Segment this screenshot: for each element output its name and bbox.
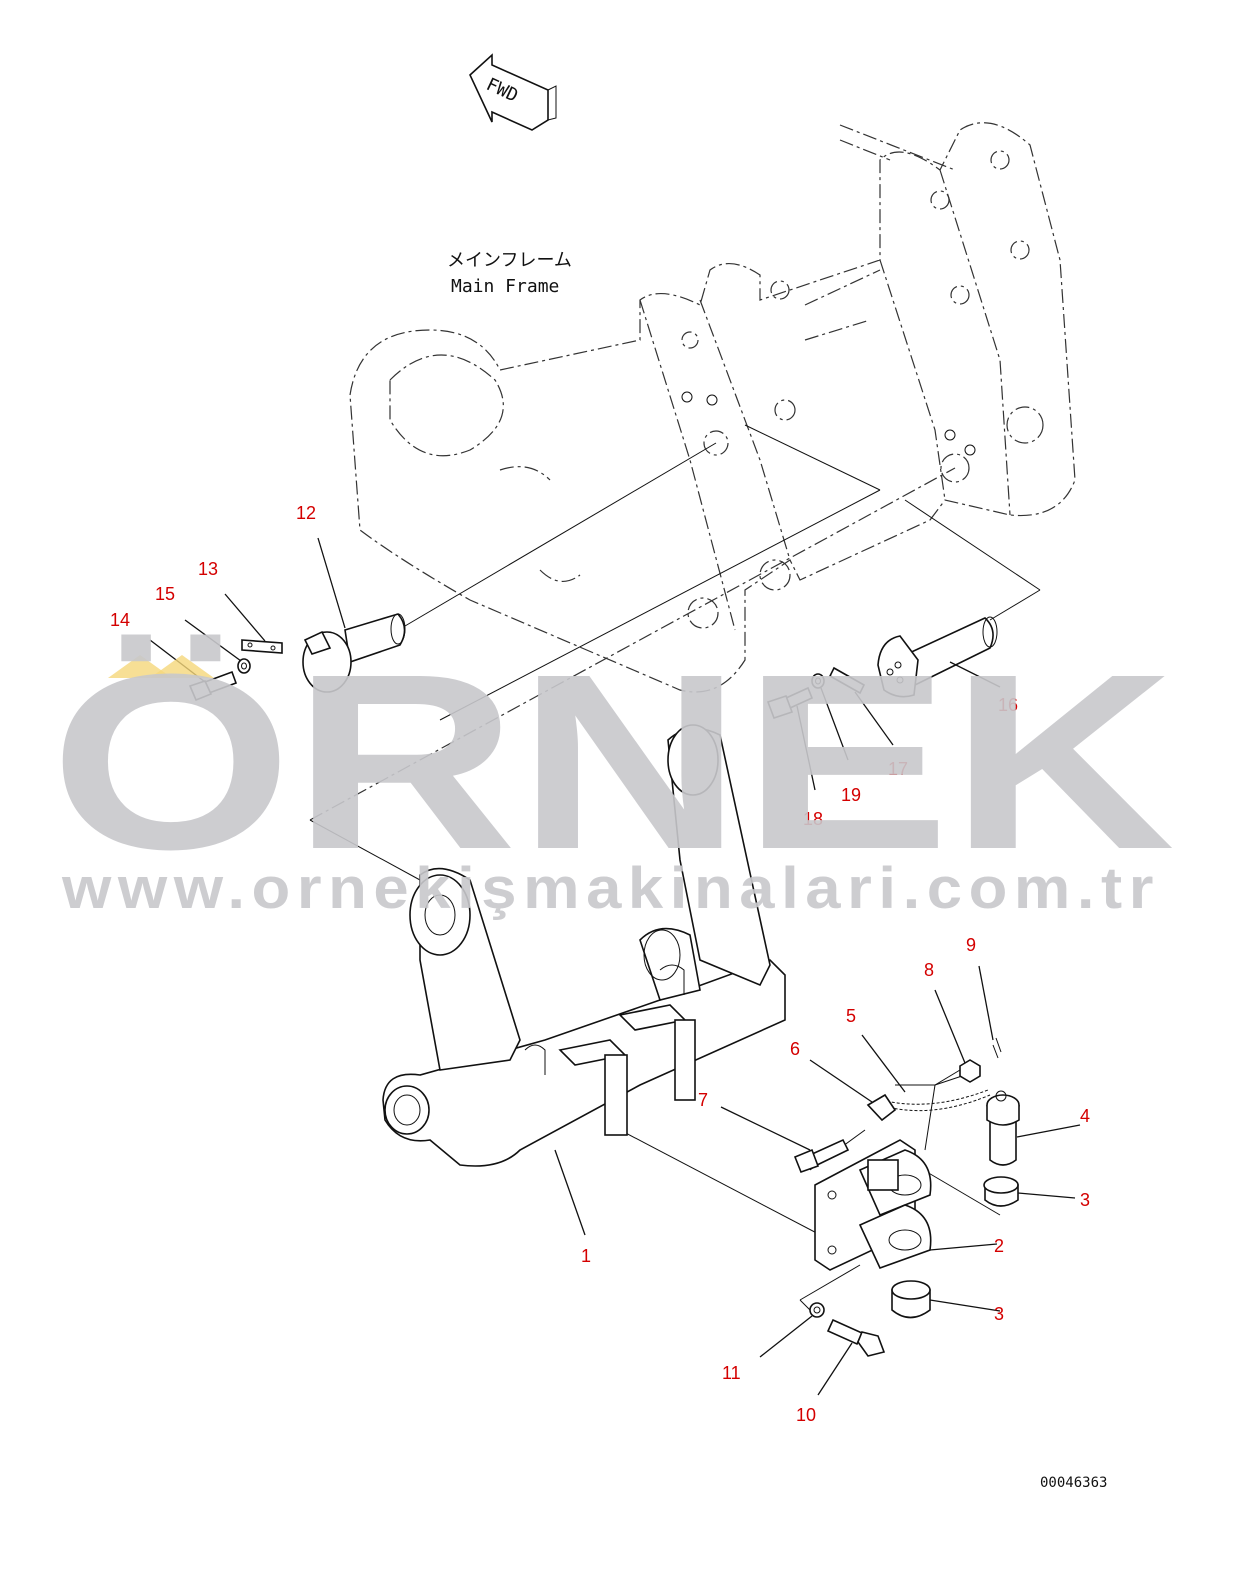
callout-11: 11 — [722, 1363, 741, 1383]
callout-7: 7 — [698, 1090, 708, 1110]
callout-numbers: 1 2 3 3 4 5 6 7 8 9 10 11 12 13 15 14 16… — [110, 503, 1090, 1425]
washer-11 — [809, 1302, 825, 1318]
callout-16: 16 — [998, 695, 1018, 715]
umlaut-accent-right — [150, 655, 214, 678]
watermark-url: www.ornekişmakinalari.com.tr — [61, 856, 1160, 921]
callout-13: 13 — [198, 559, 218, 579]
drawing-code: 00046363 — [1040, 1475, 1107, 1491]
leader-lines — [149, 537, 1081, 1396]
callout-6: 6 — [790, 1039, 800, 1059]
lock-plate-17 — [828, 666, 866, 695]
towing-frame-1 — [382, 724, 786, 1167]
callout-5: 5 — [846, 1006, 856, 1026]
callout-18: 18 — [803, 809, 823, 829]
washer-19 — [811, 673, 825, 689]
callout-4: 4 — [1080, 1106, 1090, 1126]
callout-15: 15 — [155, 584, 175, 604]
callout-14: 14 — [110, 610, 130, 630]
callout-17: 17 — [888, 759, 908, 779]
hitch-bracket-2 — [814, 1139, 932, 1271]
main-frame-label-jp: メインフレーム — [447, 250, 572, 271]
fwd-arrow-icon: FWD — [469, 53, 557, 131]
callout-12: 12 — [296, 503, 316, 523]
umlaut-accent-left — [108, 655, 172, 678]
assembly-guide-lines — [309, 424, 1041, 1311]
pin-12 — [302, 613, 406, 693]
main-frame-label-en: Main Frame — [451, 276, 559, 297]
main-frame-outline — [349, 122, 1076, 693]
washer-15 — [237, 658, 251, 674]
callout-3-upper: 3 — [1080, 1190, 1090, 1210]
bolt-18 — [766, 686, 814, 720]
chain-bracket-6 — [866, 1093, 897, 1122]
callout-3-lower: 3 — [994, 1304, 1004, 1324]
lock-plate-13 — [241, 639, 283, 654]
callout-9: 9 — [966, 935, 976, 955]
callout-8: 8 — [924, 960, 934, 980]
hitch-pin-4 — [986, 1090, 1020, 1166]
nut-8 — [959, 1059, 981, 1083]
callout-10: 10 — [796, 1405, 816, 1425]
callout-19: 19 — [841, 785, 861, 805]
cotter-pin-9 — [992, 1037, 1002, 1059]
pin-16 — [877, 616, 998, 698]
bolt-14 — [188, 670, 238, 702]
bolt-10 — [826, 1318, 886, 1357]
callout-2: 2 — [994, 1236, 1004, 1256]
bolt-7 — [793, 1138, 850, 1174]
watermark: ÖRNEK www.ornekişmakinalari.com.tr — [50, 622, 1175, 921]
callout-1: 1 — [581, 1246, 591, 1266]
bushing-3-upper — [983, 1176, 1019, 1207]
watermark-brand: ÖRNEK — [50, 622, 1175, 901]
bushing-3-lower — [891, 1280, 931, 1319]
